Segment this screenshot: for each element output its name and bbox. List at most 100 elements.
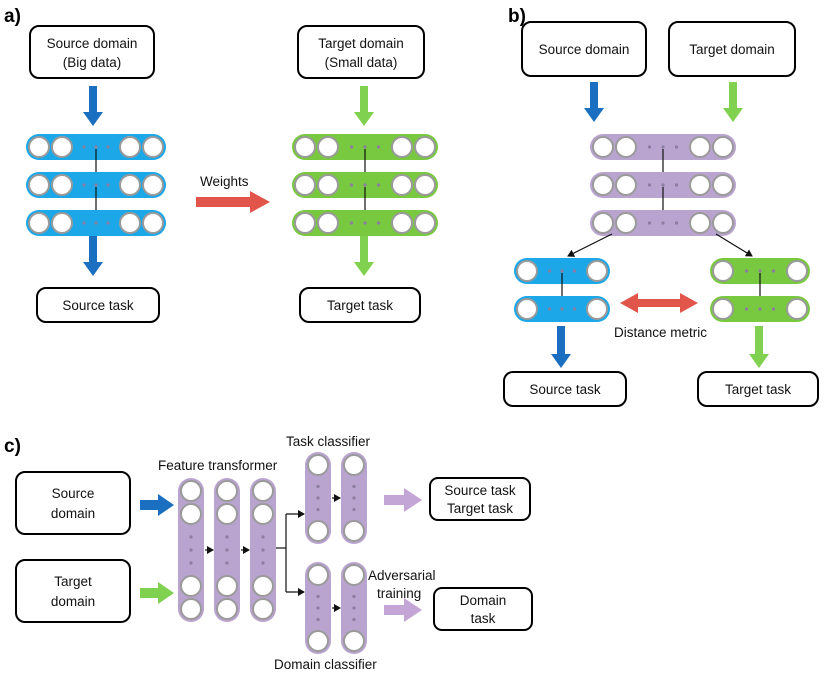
neuron-node <box>615 174 637 196</box>
ellipsis-dot <box>316 507 320 512</box>
ellipsis-dot <box>376 221 381 225</box>
neuron-node <box>317 212 339 234</box>
neuron-node <box>252 598 274 620</box>
source-network <box>26 134 166 236</box>
ellipsis-dot <box>106 221 110 225</box>
adversarial-label-line1: Adversarial <box>368 568 436 583</box>
ellipsis-dot <box>189 548 193 552</box>
ellipsis-dot <box>316 606 320 610</box>
ellipsis-dot <box>572 269 577 273</box>
domain-output-arrow <box>384 598 422 622</box>
neuron-node <box>51 174 73 196</box>
ellipsis-dot <box>261 535 265 539</box>
neuron-node <box>307 520 329 542</box>
c-target-domain-line2: domain <box>51 594 95 609</box>
b-target-input-arrow <box>723 82 743 122</box>
neuron-node <box>252 503 274 525</box>
neuron-node <box>216 503 238 525</box>
ellipsis-dot <box>225 535 229 539</box>
task-classifier-label: Task classifier <box>286 434 371 449</box>
ellipsis-dot <box>363 221 367 225</box>
neuron-node <box>142 136 164 158</box>
ellipsis-dot <box>189 561 193 565</box>
feature-transformer-network <box>178 478 276 622</box>
domain-classifier-network <box>305 562 367 654</box>
panel-c-label: c) <box>4 436 21 457</box>
ellipsis-dot <box>661 183 665 187</box>
target-network <box>292 134 438 236</box>
ellipsis-dot <box>744 269 749 273</box>
ellipsis-dot <box>771 269 776 273</box>
source-output-arrow <box>83 236 103 276</box>
neuron-node <box>592 174 614 196</box>
c-source-domain-line2: domain <box>51 506 95 521</box>
c-task-output-line1: Source task <box>444 483 516 498</box>
neuron-node <box>28 212 50 234</box>
neuron-node <box>343 454 365 476</box>
neuron-node <box>51 212 73 234</box>
neuron-node <box>414 174 436 196</box>
ellipsis-dot <box>261 561 265 565</box>
b-target-task-label: Target task <box>725 382 791 397</box>
neuron-node <box>343 564 365 586</box>
ellipsis-dot <box>82 145 86 149</box>
b-target-domain-label: Target domain <box>689 42 775 57</box>
neuron-node <box>712 212 734 234</box>
ellipsis-dot <box>363 145 367 149</box>
source-input-arrow <box>83 86 103 126</box>
neuron-node <box>180 480 202 502</box>
source-domain-box: Source domain (Big data) <box>29 25 155 79</box>
ellipsis-dot <box>352 594 356 599</box>
target-domain-box: Target domain (Small data) <box>297 25 425 79</box>
domain-classifier-label: Domain classifier <box>274 657 377 672</box>
c-source-domain-line1: Source <box>52 486 95 501</box>
ellipsis-dot <box>225 561 229 565</box>
ellipsis-dot <box>94 221 98 225</box>
ellipsis-dot <box>106 145 110 149</box>
ellipsis-dot <box>376 145 381 149</box>
neuron-node <box>119 174 141 196</box>
ellipsis-dot <box>316 484 320 489</box>
distance-metric-label: Distance metric <box>614 325 707 340</box>
neuron-node <box>51 136 73 158</box>
neuron-node <box>252 480 274 502</box>
neuron-node <box>28 136 50 158</box>
neuron-node <box>786 298 808 320</box>
neuron-node <box>689 174 711 196</box>
neuron-node <box>391 174 413 196</box>
neuron-node <box>343 520 365 542</box>
ellipsis-dot <box>572 307 577 311</box>
ellipsis-dot <box>316 496 320 500</box>
neuron-node <box>142 174 164 196</box>
b-source-output-arrow <box>551 326 571 368</box>
ellipsis-dot <box>349 221 354 225</box>
neuron-node <box>119 212 141 234</box>
ellipsis-dot <box>82 183 86 187</box>
ellipsis-dot <box>189 535 193 539</box>
ellipsis-dot <box>647 183 652 187</box>
neuron-node <box>689 136 711 158</box>
ellipsis-dot <box>674 145 679 149</box>
source-domain-label: Source domain <box>47 36 138 51</box>
ellipsis-dot <box>744 307 749 311</box>
target-branch-network <box>710 258 810 322</box>
neuron-node <box>786 260 808 282</box>
b-target-domain-box: Target domain <box>668 21 796 77</box>
ellipsis-dot <box>771 307 776 311</box>
ellipsis-dot <box>349 145 354 149</box>
neuron-node <box>294 136 316 158</box>
c-domain-output-line1: Domain <box>460 593 507 608</box>
split-arrow-right <box>715 233 753 257</box>
b-source-domain-box: Source domain <box>521 21 647 77</box>
neuron-node <box>307 630 329 652</box>
task-output-arrow <box>384 488 422 512</box>
ellipsis-dot <box>547 269 552 273</box>
source-branch-network <box>514 258 610 322</box>
target-task-box: Target task <box>299 287 421 323</box>
ellipsis-dot <box>352 507 356 512</box>
ellipsis-dot <box>674 221 679 225</box>
b-source-input-arrow <box>584 82 604 122</box>
ellipsis-dot <box>647 221 652 225</box>
ellipsis-dot <box>316 594 320 599</box>
neuron-node <box>216 598 238 620</box>
